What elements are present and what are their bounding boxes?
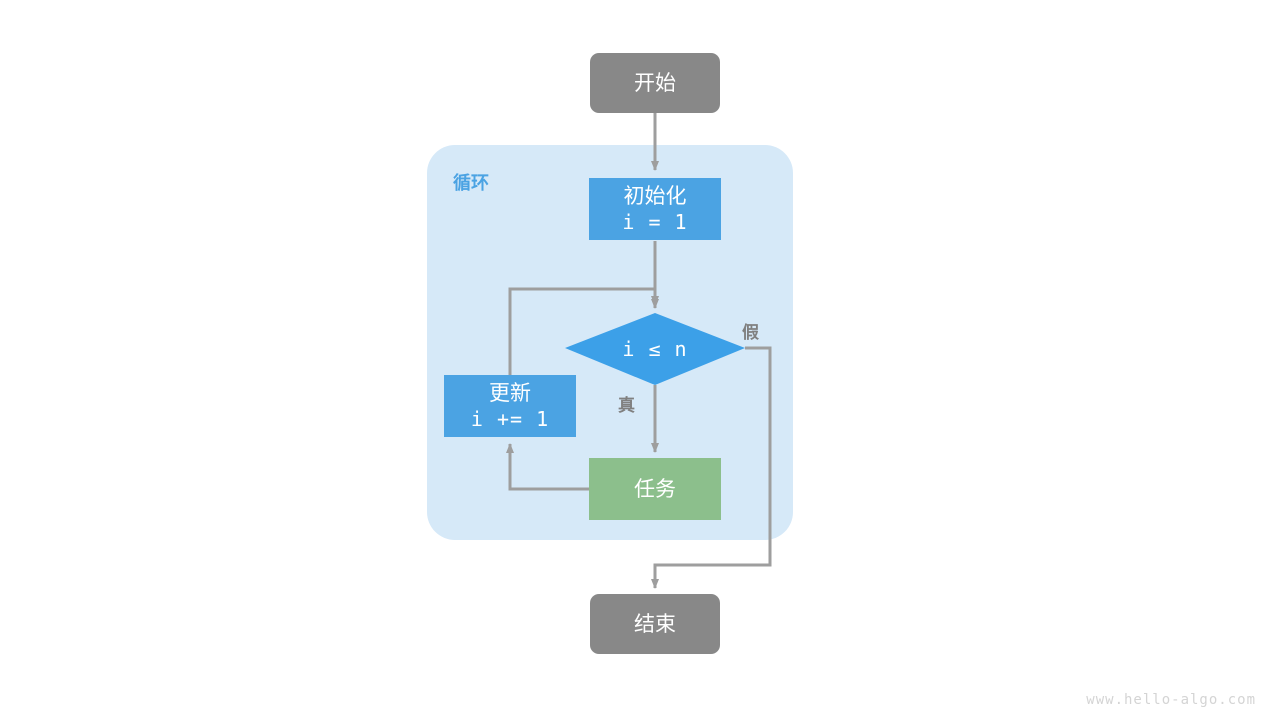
node-end-shape[interactable] bbox=[590, 594, 720, 654]
edge-decision-false-to-end bbox=[651, 346, 772, 589]
node-decision-shape[interactable] bbox=[565, 313, 745, 385]
watermark-text: www.hello-algo.com bbox=[1086, 692, 1256, 708]
edge-label-false: 假 bbox=[742, 323, 759, 343]
edge-task-to-update bbox=[506, 443, 589, 491]
loop-container-label: 循环 bbox=[453, 173, 489, 194]
node-update-shape[interactable] bbox=[444, 375, 576, 437]
node-start-shape[interactable] bbox=[590, 53, 720, 113]
node-init-shape[interactable] bbox=[589, 178, 721, 240]
edge-update-to-decision bbox=[508, 287, 659, 375]
node-task-shape[interactable] bbox=[589, 458, 721, 520]
edge-label-true: 真 bbox=[618, 396, 635, 416]
